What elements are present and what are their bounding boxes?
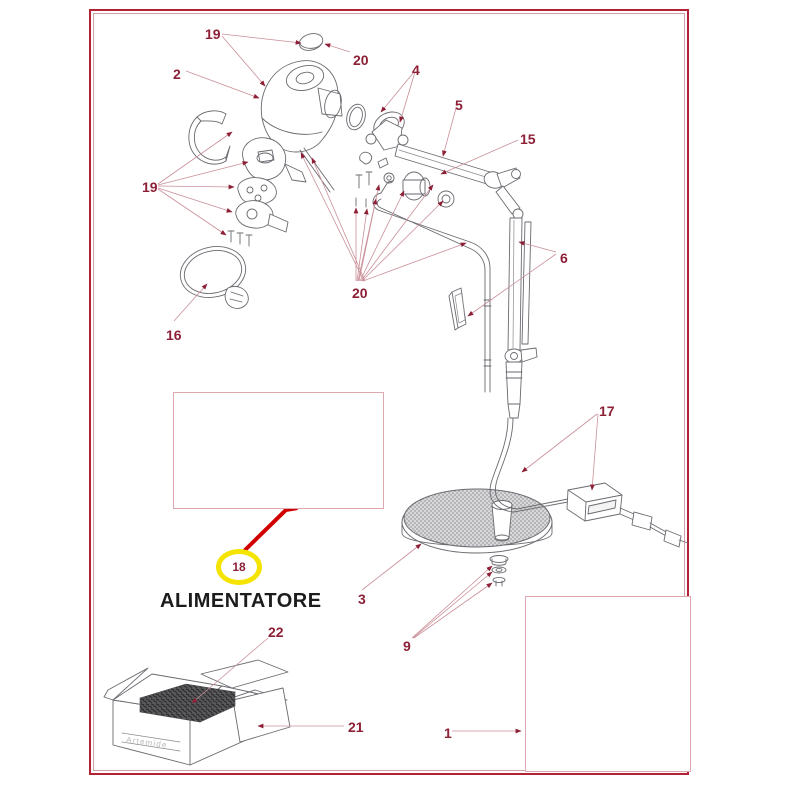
secondary-rod [372, 180, 492, 393]
shipping-carton: Artemide [103, 659, 291, 766]
callout-22: 22 [268, 624, 284, 640]
vertical-column [504, 217, 538, 419]
callout-20-top: 20 [353, 52, 369, 68]
inset-box-adapter [173, 392, 384, 509]
cap-part-20 [298, 33, 324, 51]
lamp-shade-assembly [260, 60, 343, 193]
callout-2: 2 [173, 66, 181, 82]
inset-box-lamp [525, 596, 691, 772]
callout-6: 6 [560, 250, 568, 266]
ring-clamp-part-16 [179, 246, 249, 309]
page-border-inner [93, 13, 685, 771]
page-border-outer [89, 9, 689, 775]
callout-16: 16 [166, 327, 182, 343]
highlighted-part-badge: 18 [216, 549, 262, 585]
callout-4: 4 [412, 62, 420, 78]
page-title: ALIMENTATORE [160, 590, 322, 612]
callout-9: 9 [403, 638, 411, 654]
power-cord-assembly [489, 417, 689, 548]
upper-arm-assembly [346, 103, 524, 220]
highlighted-part-number: 18 [232, 560, 246, 574]
callout-19-top: 19 [205, 26, 221, 42]
callout-20-center: 20 [352, 285, 368, 301]
callout-17: 17 [599, 403, 615, 419]
hub-bracket-parts [227, 137, 307, 247]
c-clip-ring [188, 110, 231, 165]
leader-lines [157, 33, 599, 734]
small-parts-cluster [355, 151, 467, 331]
callout-15: 15 [520, 131, 536, 147]
callout-5: 5 [455, 97, 463, 113]
callout-19-left: 19 [142, 179, 158, 195]
base-disc [401, 488, 553, 554]
callout-3: 3 [358, 591, 366, 607]
callout-21: 21 [348, 719, 364, 735]
callout-1: 1 [444, 725, 452, 741]
base-hardware-stack [489, 555, 509, 587]
